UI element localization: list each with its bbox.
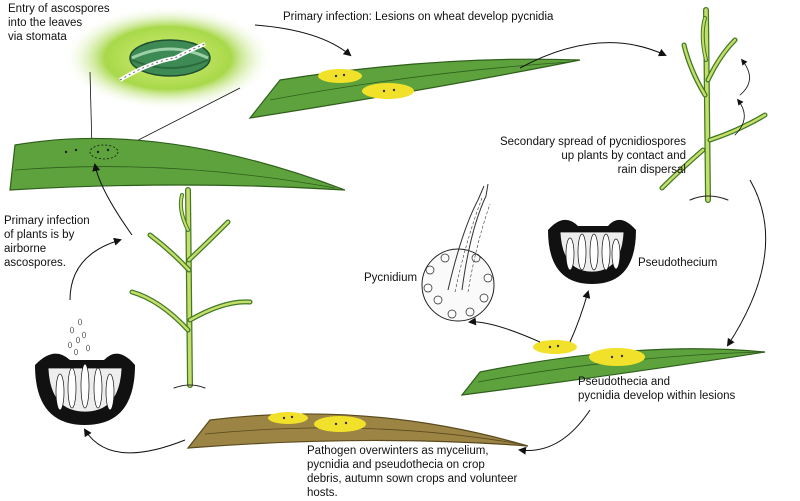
leaf-primary-lesions xyxy=(248,58,581,119)
cycle-arrows xyxy=(69,24,767,455)
label-pseudothecium: Pseudothecium xyxy=(638,257,718,269)
arrow-to-pycnidium xyxy=(468,317,541,343)
label-primary-airborne: Primary infection of plants is by airbor… xyxy=(4,215,90,269)
arrow-to-primary-lesions xyxy=(254,24,352,57)
stomata-inset xyxy=(63,6,273,153)
arrow-to-plant xyxy=(519,42,667,69)
leaf-with-stomata xyxy=(9,137,346,191)
leaf-lesions-developing xyxy=(460,340,766,396)
label-entry-stomata: Entry of ascospores into the leaves via … xyxy=(8,3,110,43)
arrow-to-pseudothecium xyxy=(569,290,591,343)
arrow-to-debris xyxy=(518,409,591,455)
arrow-to-pseudothecium-left xyxy=(83,428,186,454)
wheat-plant-young xyxy=(129,187,253,389)
crop-debris-leaf xyxy=(186,412,529,449)
wheat-plant-infected xyxy=(659,7,768,203)
label-develop-within-lesions: Pseudothecia and pycnidia develop within… xyxy=(578,376,736,402)
label-secondary-spread: Secondary spread of pycnidiospores up pl… xyxy=(499,136,686,176)
pycnidium-illustration xyxy=(421,183,495,322)
arrow-to-lesion-leaf xyxy=(726,179,767,347)
pseudothecium-illustration xyxy=(548,219,636,284)
label-pycnidium: Pycnidium xyxy=(364,272,418,284)
label-overwinter: Pathogen overwinters as mycelium, pycnid… xyxy=(307,445,518,499)
arrow-to-young-plant xyxy=(69,237,122,301)
arrow-to-leaf-entry xyxy=(92,163,133,236)
pseudothecium-releasing-spores xyxy=(35,318,135,425)
label-primary-lesions: Primary infection: Lesions on wheat deve… xyxy=(283,11,554,23)
